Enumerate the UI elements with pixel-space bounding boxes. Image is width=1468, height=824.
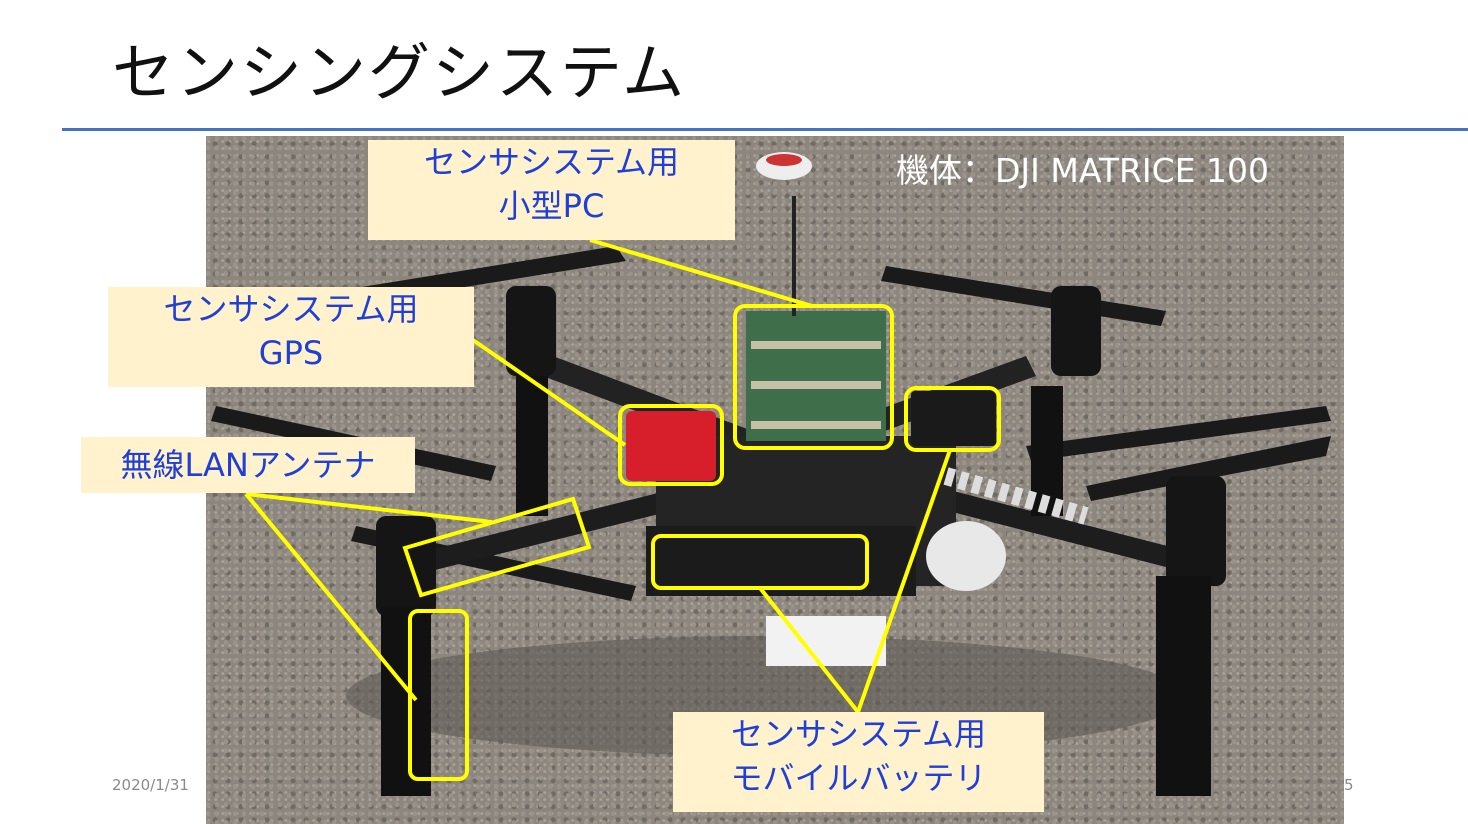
title-underline <box>62 128 1468 131</box>
battery-label-line2: モバイルバッテリ <box>730 759 987 797</box>
footer-date: 2020/1/31 <box>112 776 189 794</box>
gps-label: センサシステム用 GPS <box>108 287 474 387</box>
frame-caption: 機体：DJI MATRICE 100 <box>896 151 1270 190</box>
pc-label-line1: センサシステム用 <box>423 143 680 181</box>
pc-label-line2: 小型PC <box>498 187 605 225</box>
antenna-label: 無線LANアンテナ <box>81 437 415 493</box>
gps-label-line1: センサシステム用 <box>163 290 419 328</box>
pc-label: センサシステム用 小型PC <box>368 140 735 240</box>
battery-label: センサシステム用 モバイルバッテリ <box>673 712 1044 812</box>
page-number: 5 <box>1344 776 1354 794</box>
slide-title: センシングシステム <box>112 36 687 109</box>
gps-label-line2: GPS <box>258 334 324 372</box>
battery-label-line1: センサシステム用 <box>730 715 987 753</box>
